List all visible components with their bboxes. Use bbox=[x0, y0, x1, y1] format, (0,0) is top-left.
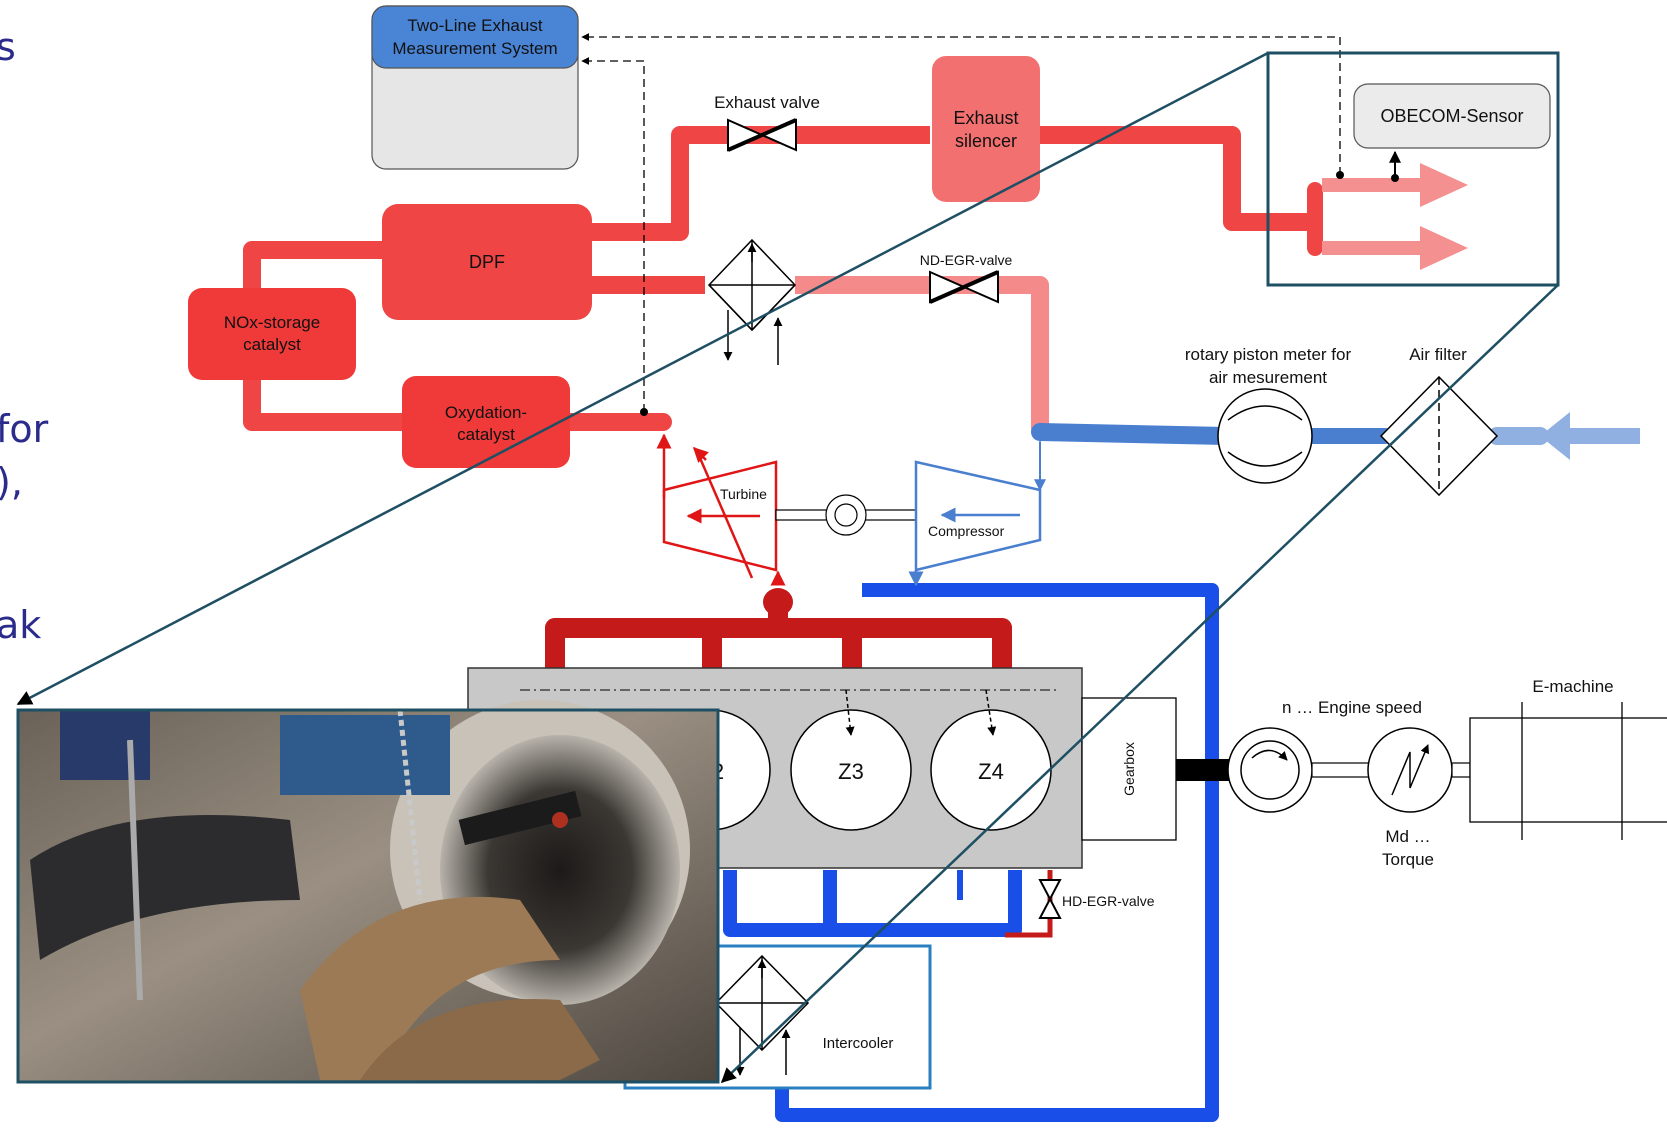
egr-cooler bbox=[707, 238, 797, 365]
intercooler-label: Intercooler bbox=[823, 1035, 894, 1052]
sample-point-1 bbox=[640, 408, 648, 416]
cylinder-z3 bbox=[790, 689, 912, 831]
turbo-shaft bbox=[775, 494, 917, 536]
intake-air-line bbox=[1031, 423, 1549, 492]
photo-inset bbox=[18, 700, 718, 1082]
compressor-label: Compressor bbox=[928, 523, 1005, 539]
intake-arrow bbox=[1540, 412, 1640, 460]
air-filter bbox=[1379, 375, 1499, 497]
obecom-sensor-box bbox=[1353, 83, 1551, 149]
air-filter-label: Air filter bbox=[1409, 345, 1467, 364]
dpf-label: DPF bbox=[469, 252, 505, 272]
callout-lines bbox=[16, 51, 1559, 1084]
hd-egr-label: HD-EGR-valve bbox=[1062, 893, 1155, 909]
exhaust-valve bbox=[727, 118, 797, 152]
drive-shaft bbox=[1176, 759, 1236, 781]
side-text-2: for bbox=[0, 407, 49, 451]
dpf-block bbox=[382, 204, 592, 320]
speed-sensor bbox=[1227, 727, 1313, 813]
manifold-collector bbox=[763, 588, 793, 616]
side-text-3: ), bbox=[0, 460, 23, 504]
measurement-label-1: Two-Line Exhaust bbox=[407, 16, 542, 35]
e-machine bbox=[1469, 702, 1667, 840]
obecom-label: OBECOM-Sensor bbox=[1380, 106, 1523, 126]
hd-egr-valve bbox=[1038, 879, 1062, 919]
emachine-label: E-machine bbox=[1532, 677, 1613, 696]
exhaust-silencer-block bbox=[932, 56, 1040, 202]
photo-inset-frame bbox=[16, 708, 720, 1084]
gearbox-label: Gearbox bbox=[1121, 742, 1137, 796]
torque-label-2: Torque bbox=[1382, 850, 1434, 869]
exhaust-manifold bbox=[545, 590, 1012, 682]
tailpipe-arrows bbox=[1322, 163, 1468, 270]
sample-point-2 bbox=[1336, 171, 1344, 179]
turbine-label: Turbine bbox=[720, 486, 767, 502]
oxycat-label-2: catalyst bbox=[457, 425, 515, 444]
intercooler-exchanger bbox=[714, 954, 810, 1076]
measurement-label-2: Measurement System bbox=[392, 39, 557, 58]
obecom-probe bbox=[1391, 174, 1399, 182]
silencer-label-1: Exhaust bbox=[953, 108, 1018, 128]
compressor bbox=[908, 460, 1042, 587]
turbine bbox=[656, 433, 786, 586]
measurement-system-header bbox=[371, 5, 579, 69]
nd-egr-valve bbox=[929, 270, 999, 304]
gearbox bbox=[1081, 697, 1177, 841]
side-text-1: s bbox=[0, 25, 16, 69]
nox-catalyst-block bbox=[188, 288, 356, 380]
cylinder-z3-label: Z3 bbox=[838, 759, 864, 784]
nd-egr-label: ND-EGR-valve bbox=[920, 252, 1013, 268]
cylinder-z4-label: Z4 bbox=[978, 759, 1004, 784]
rotary-label-2: air mesurement bbox=[1209, 368, 1327, 387]
engine-speed-label: n … Engine speed bbox=[1282, 698, 1422, 717]
emachine-shaft bbox=[1451, 762, 1471, 778]
silencer-label-2: silencer bbox=[955, 131, 1017, 151]
rotary-label-1: rotary piston meter for bbox=[1185, 345, 1352, 364]
torque-label-1: Md … bbox=[1385, 827, 1430, 846]
sampling-lines bbox=[581, 33, 1341, 412]
nox-label-2: catalyst bbox=[243, 335, 301, 354]
oxycat-label-1: Oxydation- bbox=[445, 403, 527, 422]
torque-sensor bbox=[1367, 727, 1453, 813]
coolant-loop bbox=[723, 583, 1219, 1122]
side-text-4: ak bbox=[0, 603, 42, 647]
callout-frame bbox=[1266, 51, 1560, 287]
oxycat-block bbox=[402, 376, 570, 468]
rotary-piston-meter bbox=[1217, 388, 1313, 484]
exhaust-valve-label: Exhaust valve bbox=[714, 93, 820, 112]
nox-label-1: NOx-storage bbox=[224, 313, 320, 332]
coupling-shaft bbox=[1311, 762, 1371, 778]
